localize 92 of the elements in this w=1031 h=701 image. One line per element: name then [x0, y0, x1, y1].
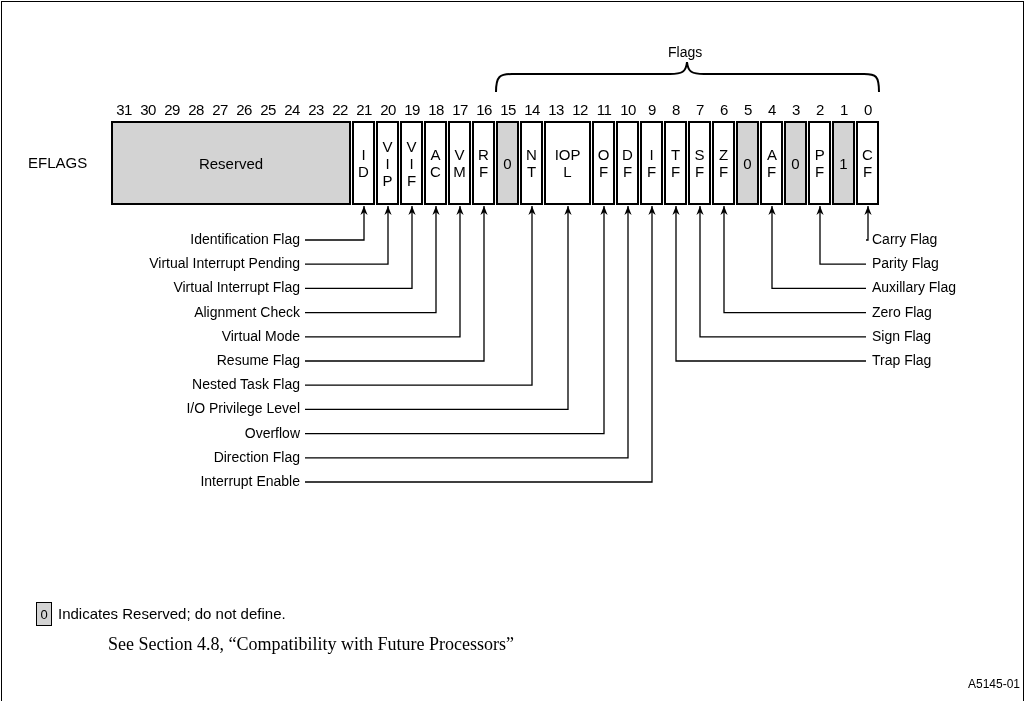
flag-bit-field: O F [592, 121, 615, 205]
flag-description: Virtual Interrupt Pending [149, 254, 300, 273]
flag-bit-field: S F [688, 121, 711, 205]
bit-number: 29 [163, 101, 181, 118]
bit-number: 14 [523, 101, 541, 118]
leader-line [768, 205, 867, 290]
flag-description: Carry Flag [872, 230, 938, 248]
bit-number: 30 [139, 101, 157, 118]
flag-description: Parity Flag [872, 254, 939, 273]
flag-bit-field: Z F [712, 121, 735, 205]
reserved-bit-field: 0 [496, 121, 519, 205]
bit-number: 6 [719, 101, 729, 118]
bit-number: 5 [743, 101, 753, 118]
flag-bit-field: V I P [376, 121, 399, 205]
bit-number: 20 [379, 101, 397, 118]
group-label: Flags [668, 44, 703, 60]
leader-line [304, 205, 488, 362]
flag-bit-field: A C [424, 121, 447, 205]
bit-number: 2 [815, 101, 825, 118]
bit-number: 24 [283, 101, 301, 118]
leader-line [696, 205, 867, 338]
bit-number: 11 [595, 101, 613, 118]
flag-description: Overflow [244, 423, 300, 442]
bit-number: 21 [355, 101, 373, 118]
reserved-bit-field: Reserved [111, 121, 351, 205]
flag-bit-field: D F [616, 121, 639, 205]
bit-number: 4 [767, 101, 777, 118]
bit-number: 22 [331, 101, 349, 118]
bit-number: 8 [671, 101, 681, 118]
bit-number: 3 [791, 101, 801, 118]
register-name: EFLAGS [28, 154, 88, 171]
flag-bit-field: I D [352, 121, 375, 205]
legend-key-box: 0 [36, 602, 52, 626]
leader-line [304, 205, 464, 338]
leader-line [304, 205, 440, 314]
leader-line [304, 205, 572, 411]
bit-number: 23 [307, 101, 325, 118]
flag-description: Virtual Mode [221, 326, 300, 345]
flag-description: Resume Flag [216, 351, 300, 369]
bit-number: 25 [259, 101, 277, 118]
bit-number: 1 [839, 101, 849, 118]
bit-number: 19 [403, 101, 421, 118]
flag-description: Alignment Check [194, 302, 300, 321]
flag-description: I/O Privilege Level [186, 399, 300, 418]
flag-description: Zero Flag [872, 302, 932, 321]
leader-line [304, 205, 392, 265]
reserved-bit-field: 0 [784, 121, 807, 205]
flag-bit-field: IOP L [544, 121, 591, 205]
reserved-bit-field: 0 [736, 121, 759, 205]
flag-bit-field: I F [640, 121, 663, 205]
leader-line [864, 205, 872, 241]
bit-number: 26 [235, 101, 253, 118]
leader-line [304, 205, 368, 241]
bit-number: 15 [499, 101, 517, 118]
flag-bit-field: V M [448, 121, 471, 205]
flag-description: Interrupt Enable [200, 472, 300, 490]
legend-note: Indicates Reserved; do not define. [58, 605, 286, 622]
flag-bit-field: V I F [400, 121, 423, 205]
flag-bit-field: T F [664, 121, 687, 205]
figure-id: A5145-01 [968, 677, 1021, 691]
flag-bit-field: N T [520, 121, 543, 205]
bit-number: 12 [571, 101, 589, 118]
bit-number: 0 [863, 101, 873, 118]
flag-bit-field: R F [472, 121, 495, 205]
flag-description: Direction Flag [213, 447, 300, 466]
reserved-bit-field: 1 [832, 121, 855, 205]
flag-description: Virtual Interrupt Flag [173, 278, 300, 297]
leader-line [304, 205, 536, 386]
flag-bit-field: P F [808, 121, 831, 205]
flag-description: Nested Task Flag [192, 375, 300, 394]
bit-number: 27 [211, 101, 229, 118]
leader-line [304, 205, 608, 435]
leader-line [720, 205, 867, 314]
bit-number: 13 [547, 101, 565, 118]
bit-number: 16 [475, 101, 493, 118]
bit-number: 28 [187, 101, 205, 118]
bit-number: 10 [619, 101, 637, 118]
bit-number: 7 [695, 101, 705, 118]
flag-description: Sign Flag [872, 326, 932, 345]
bit-number: 9 [647, 101, 657, 118]
leader-line [304, 205, 416, 290]
leader-line [816, 205, 867, 265]
bit-number: 18 [427, 101, 445, 118]
bit-number: 17 [451, 101, 469, 118]
flag-description: Identification Flag [190, 230, 300, 248]
reference-note: See Section 4.8, “Compatibility with Future Processors” [108, 634, 514, 655]
flag-bit-field: C F [856, 121, 879, 205]
flag-description: Trap Flag [872, 351, 932, 369]
leader-line [672, 205, 867, 362]
flag-description: Auxillary Flag [872, 278, 957, 297]
bit-number: 31 [115, 101, 133, 118]
flag-bit-field: A F [760, 121, 783, 205]
